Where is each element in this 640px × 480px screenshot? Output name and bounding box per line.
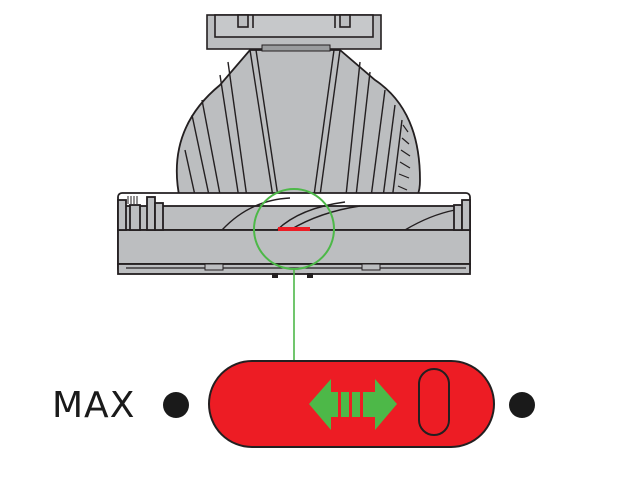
cleaner-head [117,192,471,278]
motor-ball [175,44,421,211]
min-position-dot [509,392,535,418]
max-position-dot [163,392,189,418]
handle-bracket [206,14,382,50]
head-indicator [278,227,310,231]
slider-knob[interactable] [418,368,450,436]
double-arrow-icon [309,379,397,430]
max-label: MAX [52,385,136,426]
suction-slider[interactable] [208,360,495,448]
